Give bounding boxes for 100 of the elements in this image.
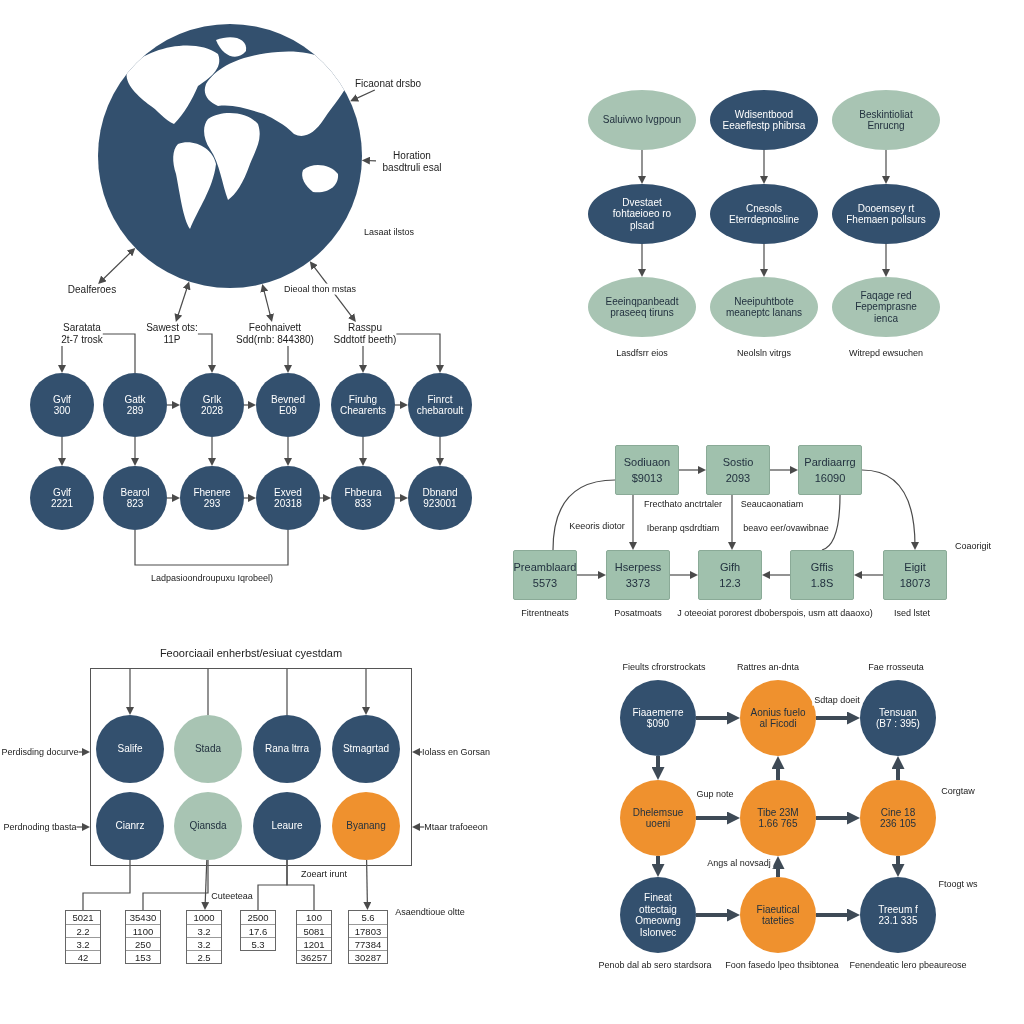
caption-text: Foon fasedo lpeo thsibtonea: [725, 959, 839, 971]
table-row: 17.6: [241, 924, 275, 937]
arrow: [891, 756, 905, 780]
table-row: 5.3: [241, 937, 275, 950]
callout-label: Feohnaivett Sdd(rnb: 844380): [236, 322, 314, 346]
table-row: 77384: [349, 937, 387, 950]
circle-node: Byanang: [332, 792, 400, 860]
caption-text: Witrepd ewsuchen: [849, 347, 923, 359]
callout-label: Iolass en Gorsan: [422, 746, 490, 758]
circle-node: Cianrz: [96, 792, 164, 860]
connector-line: [552, 479, 616, 551]
caption-text: Neolsln vitrgs: [737, 347, 791, 359]
ellipse-node: Saluivwo Ivgpoun: [588, 90, 696, 150]
table-row-text: 35430: [128, 911, 158, 924]
arrow: [629, 494, 637, 550]
edge-label: Gup note: [694, 788, 736, 800]
circle-node: Dhelemsue uoeni: [620, 780, 696, 856]
edge-label: Sdtap doeit: [812, 694, 862, 706]
arrow: [126, 667, 134, 715]
circle-node: Fhbeura 833: [331, 466, 395, 530]
circle-node: Gvlf 300: [30, 373, 94, 437]
table-row: 250: [126, 937, 160, 950]
arrow: [131, 436, 139, 466]
callout-label: Sawest ots: 11P: [146, 322, 198, 346]
data-table: [296, 910, 332, 964]
arrow: [197, 333, 216, 373]
table-row-text: 100: [305, 911, 323, 924]
caption-text: J oteeoiat pororest dboberspois, usm att daaoxo): [677, 607, 873, 619]
edge-label: Ladpasioondroupuxu Iqrobeel): [148, 572, 276, 584]
arrow: [98, 247, 136, 284]
arrow: [638, 149, 646, 184]
table-row: 3.2: [66, 937, 100, 950]
arrow: [319, 494, 331, 502]
group-title: Feoorciaail enherbst/esiuat cyestdam: [159, 647, 343, 661]
arrow: [260, 284, 274, 322]
arrow: [436, 436, 444, 466]
circle-node: Exved 20318: [256, 466, 320, 530]
circle-node: Fineat ottectaig Omeowng Islonvec: [620, 877, 696, 953]
arrow: [769, 466, 798, 474]
process-box: Gffis 1.8S: [790, 550, 854, 600]
data-table: [125, 910, 161, 964]
ellipse-node: Cnesols Eterrdepnosline: [710, 184, 818, 244]
arrow: [166, 494, 180, 502]
arrow: [771, 856, 785, 877]
edge-label: Cuteeteaa: [209, 890, 255, 902]
edge-label: Iberanp qsdrdtiam: [644, 522, 722, 534]
caption-text: Fae rrosseuta: [868, 661, 924, 673]
ellipse-node: Beskintioliat Enrucng: [832, 90, 940, 150]
table-row: 1100: [126, 924, 160, 937]
process-box: Hserpess 3373: [606, 550, 670, 600]
arrow: [243, 494, 256, 502]
connector-line: [286, 667, 288, 716]
data-table: [65, 910, 101, 964]
callout-label: Rasspu Sddtotf beeth): [333, 322, 397, 346]
circle-node: Finrct chebaroult: [408, 373, 472, 437]
arrow: [350, 89, 376, 102]
arrow: [678, 466, 706, 474]
circle-node: Grlk 2028: [180, 373, 244, 437]
table-row: 42: [66, 950, 100, 963]
arrow: [762, 571, 791, 579]
edge-label: beavo eer/ovawibnae: [741, 522, 831, 534]
caption-text: Fenendeatic lero pbeaureose: [849, 959, 967, 971]
ellipse-node: Eeeinqpanbeadt praseeq tiruns: [588, 277, 696, 337]
caption-text: Fieults cfrorstrockats: [622, 661, 706, 673]
arrow: [284, 436, 292, 466]
table-row-text: 5021: [71, 911, 95, 924]
circle-node: Salife: [96, 715, 164, 783]
arrow: [395, 333, 444, 373]
arrow: [816, 711, 860, 725]
circle-node: Stada: [174, 715, 242, 783]
table-row-text: 1000: [192, 911, 216, 924]
circle-node: Leaure: [253, 792, 321, 860]
arrow: [361, 156, 377, 165]
connector-line: [142, 859, 209, 911]
arrow: [362, 667, 370, 715]
ellipse-node: Wdisentbood Eeaeflestp phibrsa: [710, 90, 818, 150]
connector-line: [207, 667, 209, 716]
callout-label: Perdisding docurve: [1, 746, 79, 758]
connector-line: [821, 494, 841, 551]
arrow: [75, 823, 90, 831]
arrow: [201, 859, 210, 910]
arrow: [651, 756, 665, 780]
circle-node: Tibe 23M 1.66 765: [740, 780, 816, 856]
arrow: [882, 149, 890, 184]
table-row: 153: [126, 950, 160, 963]
caption-text: Posatmoats: [614, 607, 662, 619]
edge-label: Keeoris diotor: [567, 520, 627, 532]
caption-text: Rattres an-dnta: [737, 661, 799, 673]
table-row: 2.5: [187, 950, 221, 963]
caption-text: Seaucaonatiam: [740, 498, 804, 510]
circle-node: Bevned E09: [256, 373, 320, 437]
circle-node: Fiaeutical tateties: [740, 877, 816, 953]
arrow: [638, 243, 646, 277]
arrow: [816, 811, 860, 825]
process-box: Gifh 12.3: [698, 550, 762, 600]
circle-node: Gatk 289: [103, 373, 167, 437]
table-row: 30287: [349, 950, 387, 963]
ellipse-node: Dooemsey rt Fhemaen pollsurs: [832, 184, 940, 244]
arrow: [696, 908, 740, 922]
table-row: 36257: [297, 950, 331, 963]
